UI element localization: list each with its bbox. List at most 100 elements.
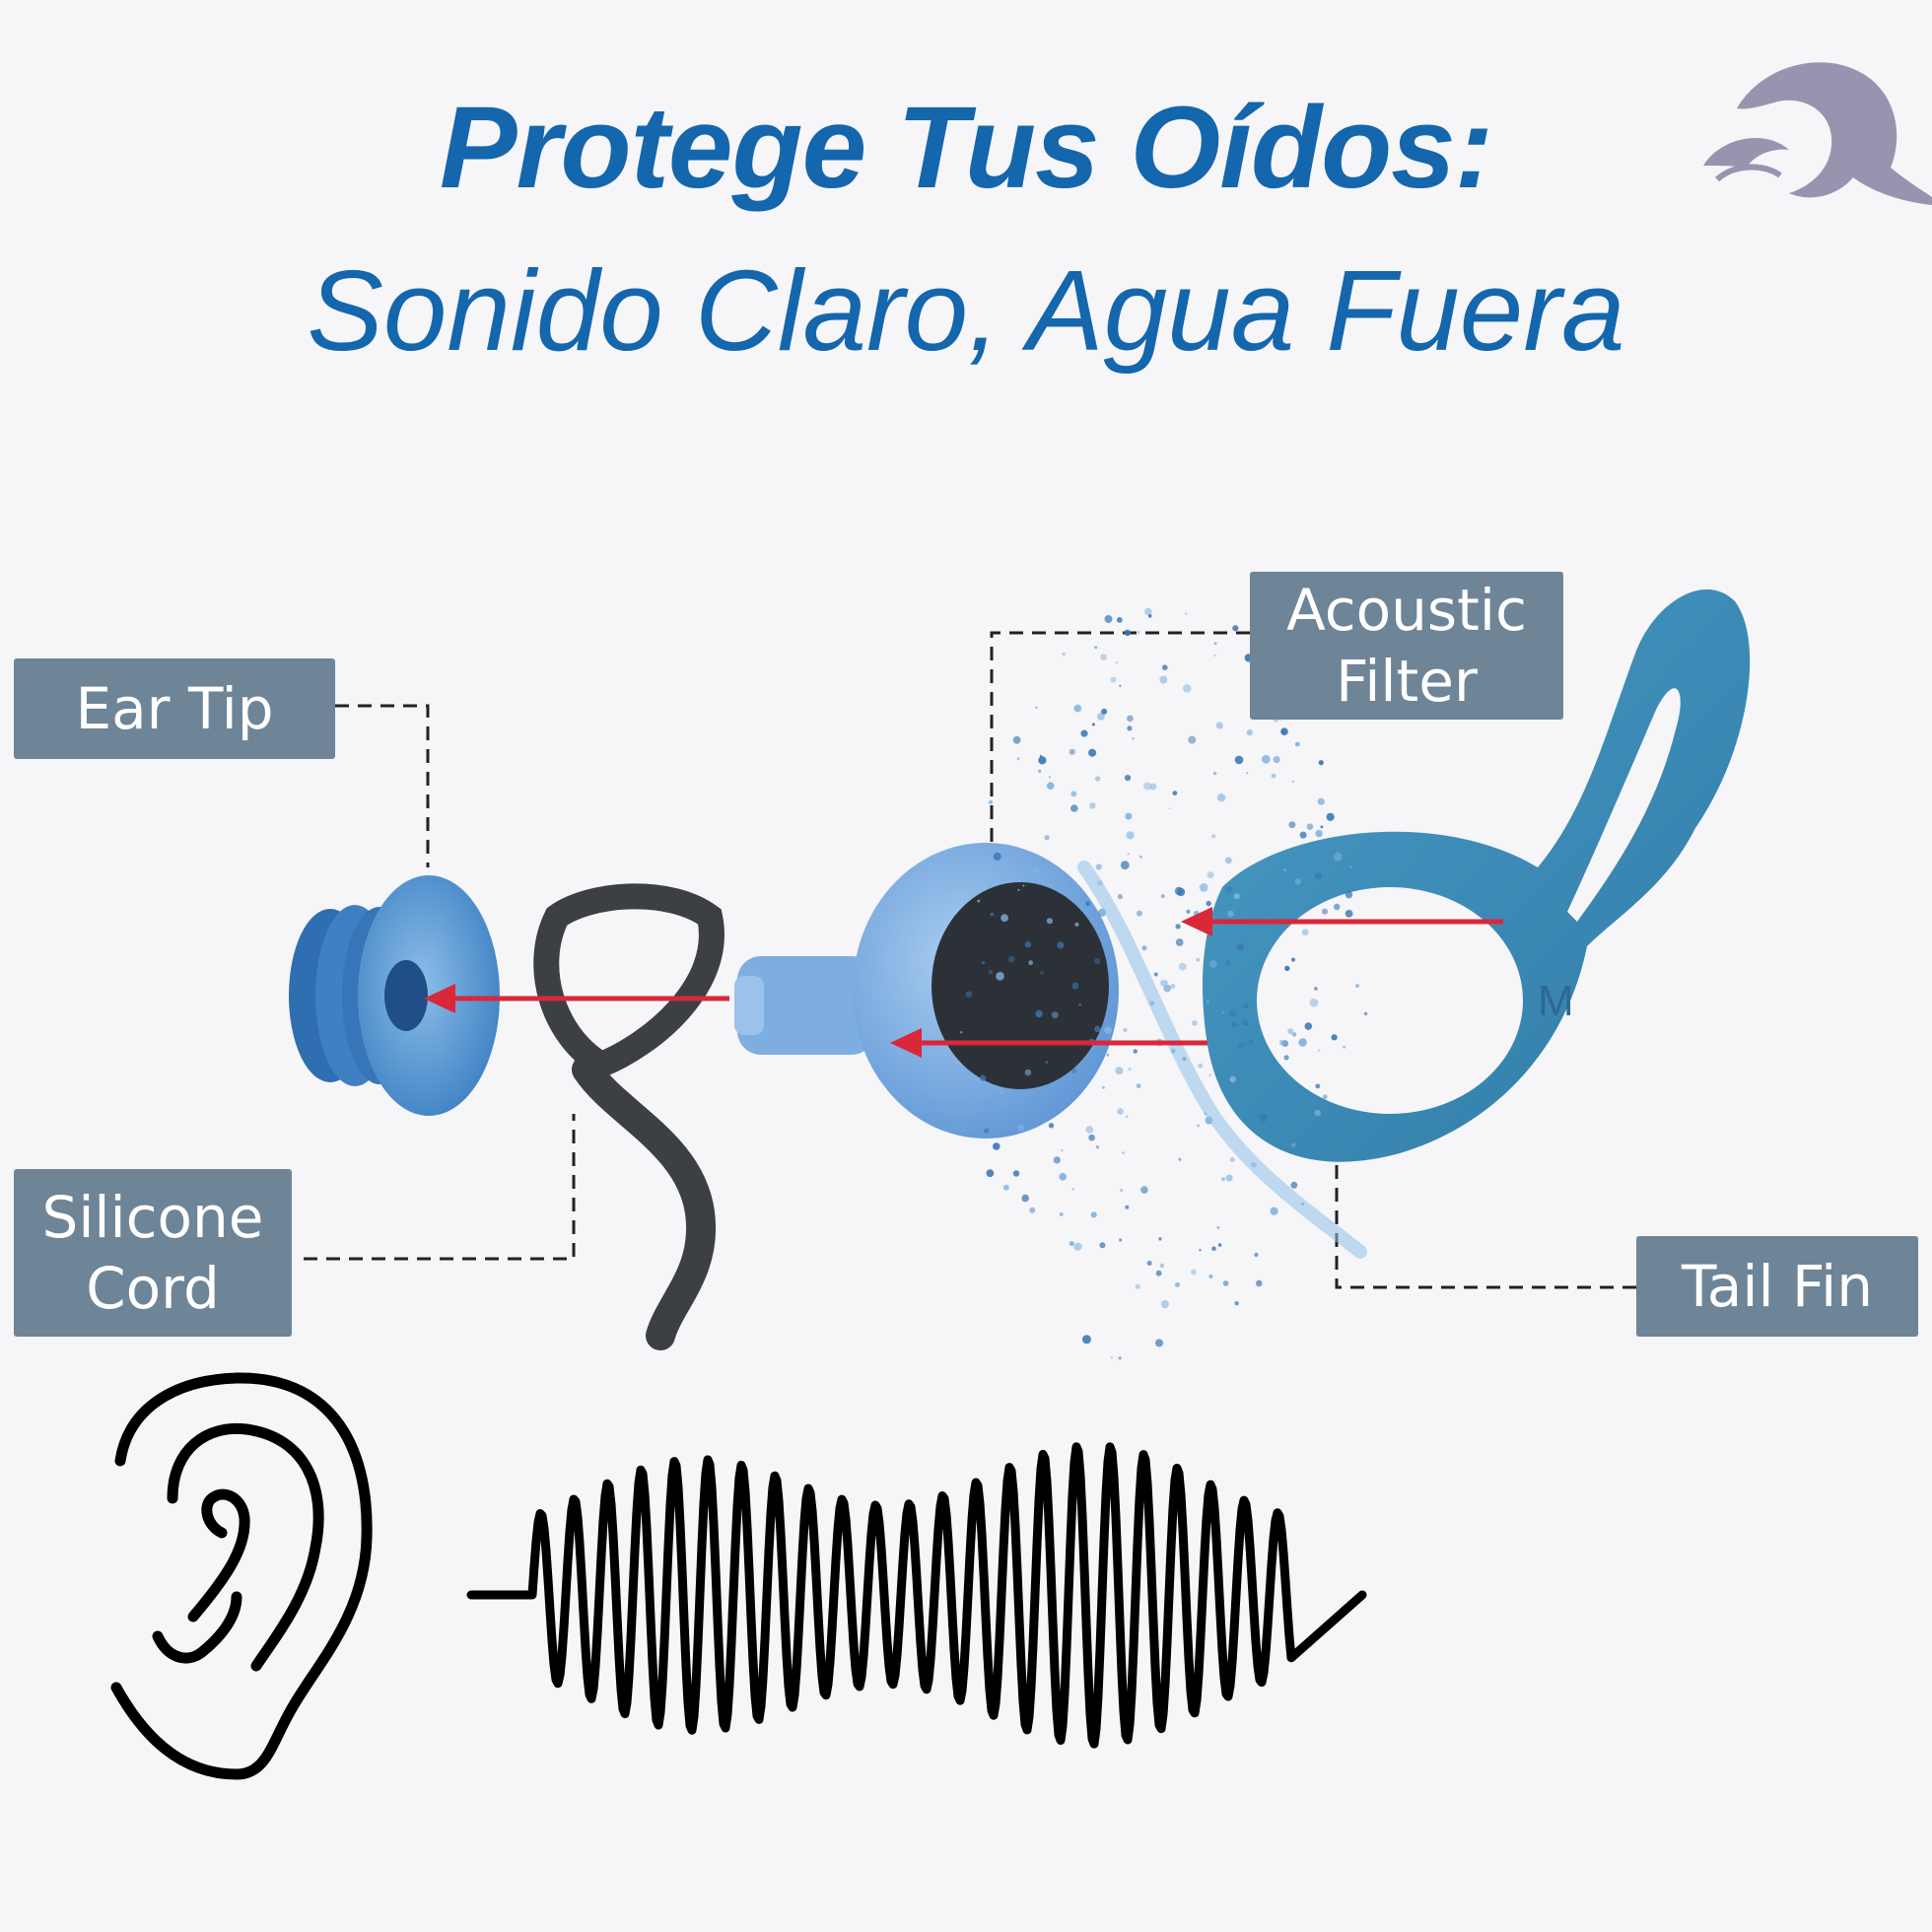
water-droplet (1060, 1148, 1064, 1152)
water-droplet (1282, 868, 1286, 871)
water-droplet (1229, 1009, 1237, 1017)
water-droplet (1118, 1356, 1122, 1360)
water-droplet (1248, 1038, 1254, 1045)
water-droplet (1146, 1261, 1152, 1266)
water-droplet (1073, 704, 1082, 713)
water-droplet (1290, 1181, 1298, 1189)
water-droplet (1099, 1242, 1106, 1249)
wave-logo-icon (1703, 62, 1932, 205)
water-droplet (1078, 1003, 1081, 1006)
water-droplet (1091, 723, 1095, 726)
label-tail-fin-text: Tail Fin (1681, 1252, 1874, 1320)
label-acoustic-filter: Acoustic Filter (1250, 572, 1563, 720)
water-droplet (1209, 960, 1217, 968)
water-droplet (1094, 1025, 1101, 1033)
water-droplet (1213, 642, 1217, 646)
water-droplet (1211, 1246, 1216, 1251)
arrow-head-fin-bottom (890, 1028, 922, 1058)
water-droplet (1291, 781, 1294, 783)
water-droplet (1016, 757, 1020, 761)
arrow-head-fin-top (1181, 907, 1212, 936)
water-droplet (1315, 1083, 1321, 1089)
label-ear-tip-text: Ear Tip (75, 674, 274, 742)
sound-wave-icon (466, 1442, 1367, 1749)
water-droplet (1343, 1045, 1346, 1049)
water-droplet (1215, 722, 1223, 729)
water-droplet (1191, 1269, 1197, 1276)
water-droplet (1318, 760, 1324, 766)
water-droplet (1126, 1115, 1129, 1118)
label-silicone-cord: Silicone Cord (14, 1169, 292, 1337)
water-droplet (1024, 941, 1031, 948)
label-silicone-cord-line2: Cord (86, 1255, 220, 1322)
water-droplet (1183, 684, 1192, 693)
water-droplet (965, 991, 973, 998)
water-droplet (1095, 776, 1101, 782)
water-droplet (1116, 617, 1123, 623)
water-droplet (1017, 888, 1020, 892)
leader-lines (304, 631, 1636, 1289)
water-droplet (1301, 929, 1309, 936)
water-droplet (1234, 755, 1244, 765)
water-droplet (1221, 1177, 1225, 1182)
page-subtitle: Sonido Claro, Agua Fuera (307, 246, 1625, 375)
water-droplet (1095, 1145, 1100, 1149)
water-droplet (1278, 1039, 1286, 1046)
water-droplet (1168, 807, 1171, 810)
water-droplet (981, 961, 986, 965)
water-droplet (1306, 823, 1314, 830)
water-droplet (1000, 914, 1008, 923)
water-droplet (1216, 1226, 1220, 1229)
water-droplet (1110, 676, 1117, 683)
water-droplet (1345, 910, 1353, 918)
water-droplet (1102, 1086, 1105, 1089)
water-droplet (1298, 1038, 1307, 1047)
water-droplet (984, 1128, 990, 1134)
water-droplet (1073, 1242, 1082, 1251)
water-droplet (1314, 872, 1323, 880)
water-droplet (1035, 706, 1038, 709)
water-droplet (1291, 1032, 1297, 1037)
water-droplet (1155, 1270, 1162, 1276)
water-droplet (1039, 754, 1042, 758)
label-acoustic-filter-line1: Acoustic (1286, 576, 1527, 644)
water-droplet (1135, 1283, 1140, 1289)
water-droplet (1024, 1069, 1032, 1076)
water-droplet (1028, 960, 1033, 966)
water-droplet (993, 1142, 1000, 1150)
water-droplet (1163, 984, 1171, 993)
water-droplet (1227, 910, 1234, 918)
water-droplet (1176, 887, 1186, 897)
water-droplet (1101, 708, 1108, 715)
water-droplet (1071, 982, 1079, 990)
water-droplet (1246, 772, 1249, 775)
water-droplet (1097, 713, 1105, 721)
water-droplet (1094, 957, 1101, 965)
water-droplet (1046, 918, 1053, 925)
size-mark: M (1538, 977, 1574, 1025)
water-droplet (1120, 1188, 1124, 1193)
water-droplet (1199, 883, 1208, 892)
water-droplet (1007, 955, 1015, 963)
tail-fin-part (1203, 589, 1751, 1162)
water-droplet (1246, 729, 1253, 736)
water-droplet (1172, 791, 1178, 795)
water-droplet (1283, 1055, 1289, 1061)
water-droplet (1048, 1123, 1055, 1129)
water-droplet (1115, 1067, 1124, 1075)
water-droplet (1071, 1188, 1074, 1191)
water-droplet (1178, 962, 1187, 971)
water-droplet (1197, 1124, 1200, 1128)
water-droplet (1355, 984, 1359, 989)
water-droplet (960, 1031, 963, 1034)
water-droplet (1334, 852, 1343, 862)
water-droplet (1069, 1241, 1074, 1247)
water-droplet (1196, 957, 1201, 962)
water-droplet (1070, 804, 1078, 812)
water-droplet (1291, 957, 1295, 962)
water-droplet (1040, 971, 1044, 975)
ear-tip-part (289, 875, 500, 1116)
water-droplet (1144, 607, 1152, 616)
water-droplet (1232, 625, 1239, 632)
water-droplet (1321, 908, 1329, 915)
